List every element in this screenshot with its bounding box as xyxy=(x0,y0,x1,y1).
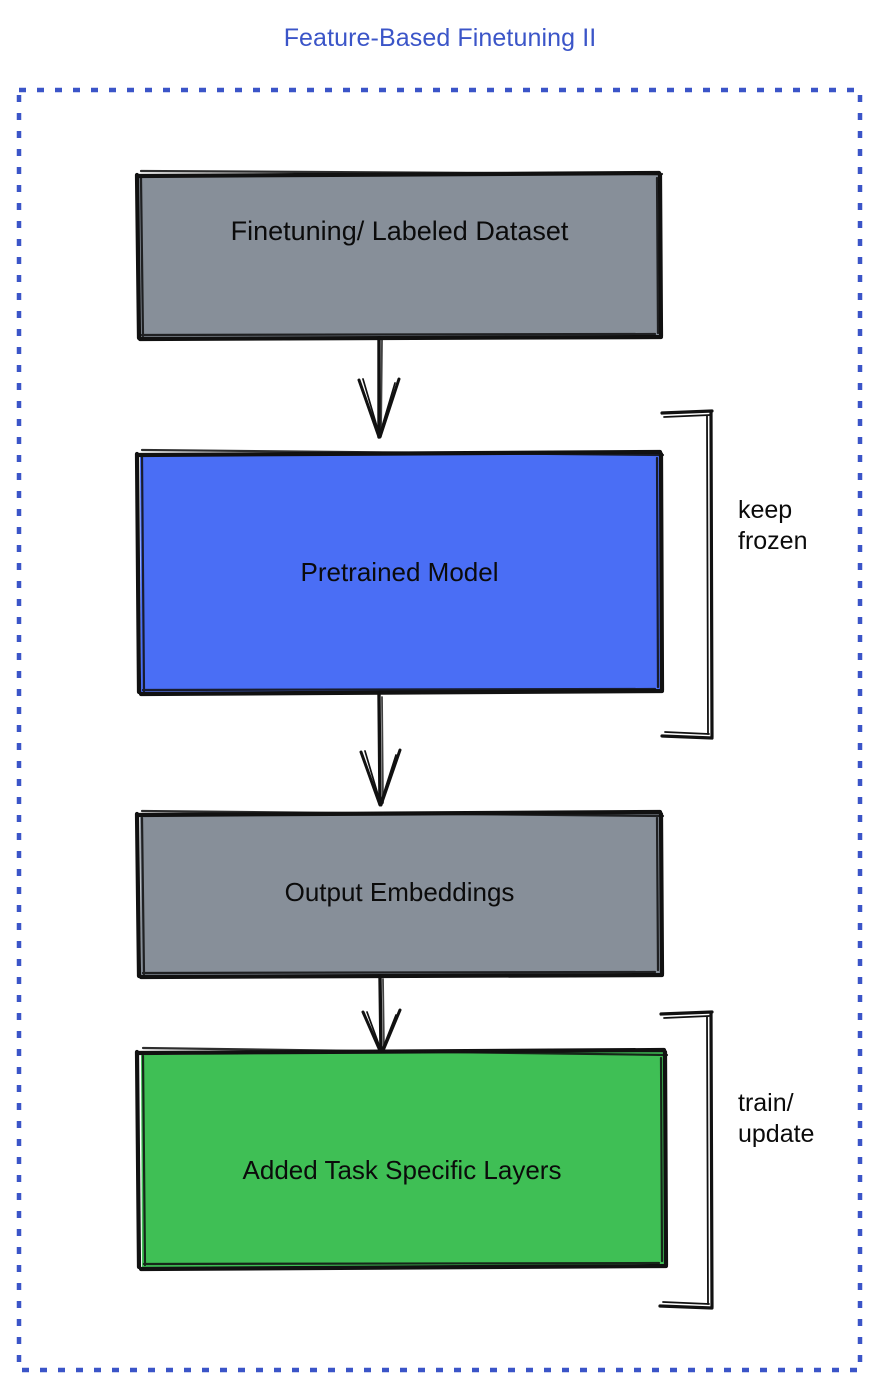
page-title: Feature-Based Finetuning II xyxy=(283,24,597,52)
node-dataset[interactable] xyxy=(134,169,664,342)
bracket-keep-frozen xyxy=(660,409,714,740)
node-dataset-stroke-b xyxy=(139,169,664,338)
node-embeddings[interactable] xyxy=(134,809,665,980)
bracket-train-update xyxy=(658,1010,714,1310)
arrow-dataset-to-model xyxy=(357,336,401,439)
arrow-embeddings-to-layers xyxy=(361,975,402,1055)
node-dataset-stroke-a xyxy=(134,170,664,342)
arrow-model-to-embeddings xyxy=(359,692,402,807)
dashed-frame xyxy=(16,87,863,1373)
node-embeddings-stroke-b xyxy=(140,809,665,976)
node-model[interactable] xyxy=(134,448,665,697)
node-embeddings-fill xyxy=(140,813,662,976)
node-task-layers-fill xyxy=(141,1051,666,1268)
bracket-label-train-update: train/ update xyxy=(738,1089,815,1148)
node-task-layers-stroke-b xyxy=(141,1046,669,1267)
node-model-fill xyxy=(140,453,662,692)
node-dataset-fill xyxy=(139,174,661,337)
node-model-stroke-b xyxy=(140,448,665,693)
bracket-label-keep-frozen: keep frozen xyxy=(738,496,808,555)
node-task-layers[interactable] xyxy=(134,1046,669,1272)
